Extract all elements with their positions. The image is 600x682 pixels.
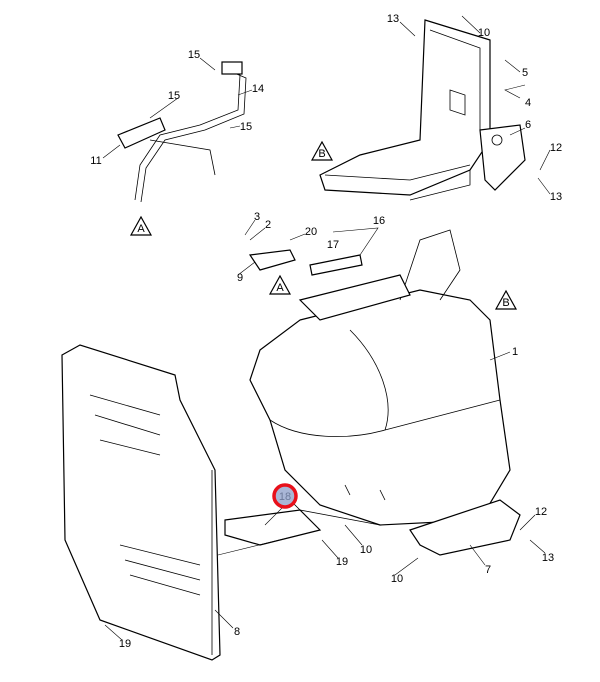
pipe-assembly bbox=[117, 61, 247, 203]
lower-left-bracket bbox=[224, 509, 322, 546]
callout-12[interactable]: 12 bbox=[550, 142, 562, 154]
svg-text:B: B bbox=[502, 297, 509, 309]
highlight-marker[interactable] bbox=[272, 483, 298, 509]
aftertreatment-unit bbox=[249, 229, 511, 526]
callout-15[interactable]: 15 bbox=[240, 121, 252, 133]
reference-mark-a-left: A bbox=[129, 215, 153, 236]
callout-10[interactable]: 10 bbox=[478, 27, 490, 39]
callout-labels: 13 10 5 4 6 12 13 15 14 15 11 15 3 2 20 … bbox=[90, 13, 562, 650]
callout-15[interactable]: 15 bbox=[168, 90, 180, 102]
callout-11[interactable]: 11 bbox=[90, 155, 101, 167]
reference-mark-b-upper: B bbox=[310, 140, 334, 161]
callout-7[interactable]: 7 bbox=[485, 564, 491, 576]
svg-text:A: A bbox=[276, 282, 284, 294]
leader-lines bbox=[102, 15, 551, 641]
callout-4[interactable]: 4 bbox=[525, 97, 531, 109]
svg-text:B: B bbox=[318, 148, 325, 160]
callout-8[interactable]: 8 bbox=[234, 626, 240, 638]
lower-right-bracket-7 bbox=[409, 499, 521, 556]
callout-15[interactable]: 15 bbox=[188, 49, 200, 61]
callout-13[interactable]: 13 bbox=[550, 191, 562, 203]
callout-14[interactable]: 14 bbox=[252, 83, 264, 95]
callout-20[interactable]: 20 bbox=[305, 226, 317, 238]
callout-17[interactable]: 17 bbox=[327, 239, 339, 251]
callout-5[interactable]: 5 bbox=[522, 67, 528, 79]
callout-1[interactable]: 1 bbox=[512, 346, 518, 358]
clamp-strap bbox=[309, 254, 363, 276]
mounting-bracket bbox=[319, 19, 526, 201]
reference-mark-a-center: A bbox=[268, 274, 292, 295]
callout-2[interactable]: 2 bbox=[265, 219, 271, 231]
callout-10[interactable]: 10 bbox=[391, 573, 403, 585]
heat-shield-panel bbox=[61, 344, 221, 661]
callout-10[interactable]: 10 bbox=[360, 544, 372, 556]
callout-18-highlighted[interactable]: 18 bbox=[279, 491, 291, 503]
callout-13[interactable]: 13 bbox=[387, 13, 399, 25]
callout-19[interactable]: 19 bbox=[336, 556, 348, 568]
callout-3[interactable]: 3 bbox=[254, 211, 260, 223]
callout-12[interactable]: 12 bbox=[535, 506, 547, 518]
callout-16[interactable]: 16 bbox=[373, 215, 385, 227]
callout-9[interactable]: 9 bbox=[237, 272, 243, 284]
reference-mark-b-right: B bbox=[494, 289, 518, 310]
callout-6[interactable]: 6 bbox=[525, 119, 531, 131]
svg-text:A: A bbox=[137, 223, 145, 235]
callout-19[interactable]: 19 bbox=[119, 638, 131, 650]
callout-13[interactable]: 13 bbox=[542, 552, 554, 564]
sensor-bracket bbox=[248, 249, 296, 271]
